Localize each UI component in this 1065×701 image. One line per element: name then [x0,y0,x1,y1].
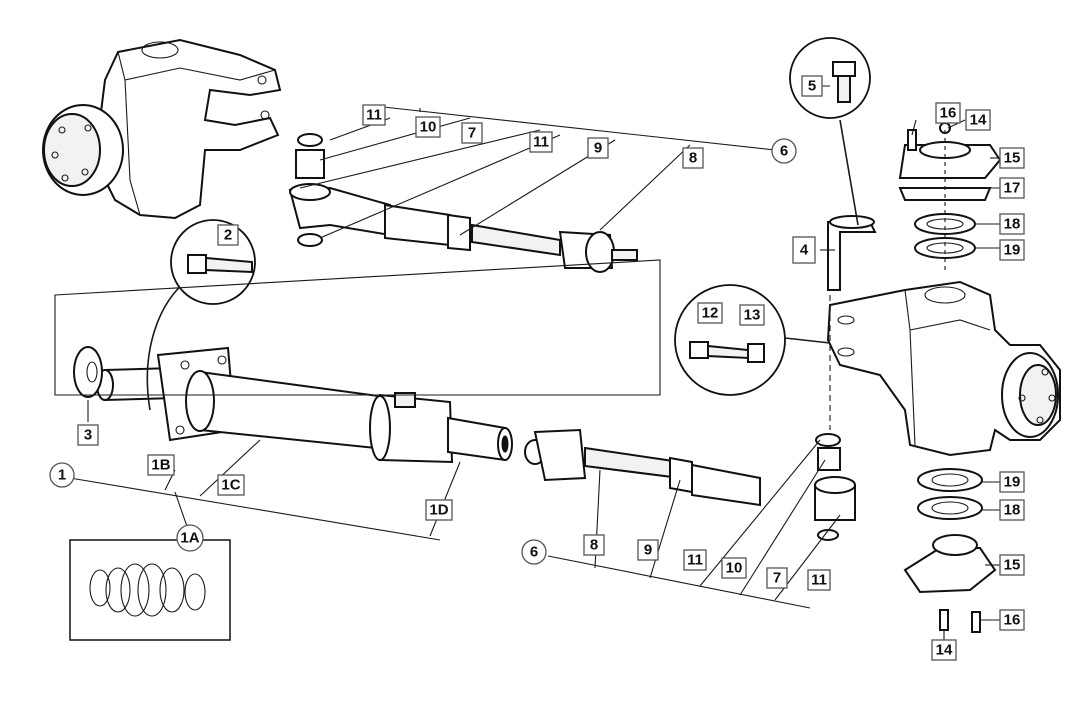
label-16-top: 16 [935,102,961,124]
label-18-top: 18 [999,213,1025,235]
label-1C: 1C [217,474,245,496]
label-10-bot: 10 [721,557,747,579]
label-16-bot: 16 [999,609,1025,631]
label-15-top: 15 [999,147,1025,169]
svg-text:10: 10 [420,119,437,136]
label-9-top: 9 [587,137,609,159]
svg-text:18: 18 [1004,216,1021,233]
label-7-bot: 7 [766,567,788,589]
svg-text:13: 13 [744,307,761,324]
svg-text:9: 9 [644,542,652,559]
label-11-top-b: 11 [529,131,553,153]
steering-cylinder [96,346,513,464]
label-14-top: 14 [965,109,991,131]
svg-text:15: 15 [1004,150,1021,167]
svg-text:1D: 1D [429,502,448,519]
svg-text:11: 11 [533,134,549,151]
king-pin-assembly [827,122,1002,633]
label-3: 3 [77,424,99,446]
right-steering-knuckle [826,280,1061,457]
svg-text:5: 5 [808,78,816,95]
svg-text:18: 18 [1004,502,1021,519]
svg-text:14: 14 [970,112,987,129]
label-10-top: 10 [415,116,441,138]
svg-text:9: 9 [594,140,602,157]
svg-text:1A: 1A [180,530,199,547]
svg-text:14: 14 [936,642,953,659]
svg-text:16: 16 [1004,612,1021,629]
svg-text:1: 1 [58,467,66,484]
svg-text:15: 15 [1004,557,1021,574]
label-6-top: 6 [771,138,797,164]
label-2: 2 [217,224,239,246]
svg-text:8: 8 [590,537,598,554]
label-1B: 1B [147,454,175,476]
label-17: 17 [999,177,1025,199]
svg-text:11: 11 [366,107,382,124]
label-8-top: 8 [682,147,704,169]
label-8-bot: 8 [583,534,605,556]
label-19-top: 19 [999,239,1025,261]
svg-text:11: 11 [811,572,827,589]
svg-text:17: 17 [1004,180,1021,197]
label-1: 1 [49,462,75,488]
svg-text:1B: 1B [151,457,170,474]
seal-kit-1A [69,539,231,641]
callout-bolt-12-13 [674,284,786,396]
label-12: 12 [697,302,723,324]
svg-text:1C: 1C [221,477,240,494]
label-1A: 1A [176,524,204,552]
callout-bolt-5 [789,37,871,119]
tie-rod-bottom [524,428,856,541]
label-4: 4 [792,236,816,264]
label-7-top: 7 [461,122,483,144]
svg-text:11: 11 [687,552,703,569]
label-6-bot: 6 [521,539,547,565]
svg-text:2: 2 [224,227,232,244]
label-19-bot: 19 [999,471,1025,493]
svg-text:16: 16 [940,105,957,122]
part-labels: 11 10 7 11 9 8 6 2 3 1 1B 1C 1D 1A 6 8 9… [49,75,1025,661]
label-5: 5 [801,75,823,97]
svg-text:12: 12 [702,305,719,322]
svg-text:7: 7 [773,570,781,587]
left-steering-knuckle [42,38,282,220]
svg-text:4: 4 [800,242,809,259]
label-11-bot-b: 11 [807,569,831,591]
svg-text:7: 7 [468,125,476,142]
callout-bolt-2 [170,219,256,305]
svg-text:19: 19 [1004,474,1021,491]
washer-3 [73,346,103,398]
label-11-bot-a: 11 [683,549,707,571]
label-13: 13 [739,304,765,326]
svg-text:6: 6 [780,143,788,160]
svg-text:10: 10 [726,560,743,577]
label-15-bot: 15 [999,554,1025,576]
svg-text:6: 6 [530,544,538,561]
tie-rod-top [288,133,638,273]
svg-text:19: 19 [1004,242,1021,259]
svg-text:8: 8 [689,150,697,167]
label-18-bot: 18 [999,499,1025,521]
label-9-bot: 9 [637,539,659,561]
label-14-bot: 14 [931,639,957,661]
label-11-top-a: 11 [362,104,386,126]
svg-text:3: 3 [84,427,92,444]
label-1D: 1D [425,499,453,521]
